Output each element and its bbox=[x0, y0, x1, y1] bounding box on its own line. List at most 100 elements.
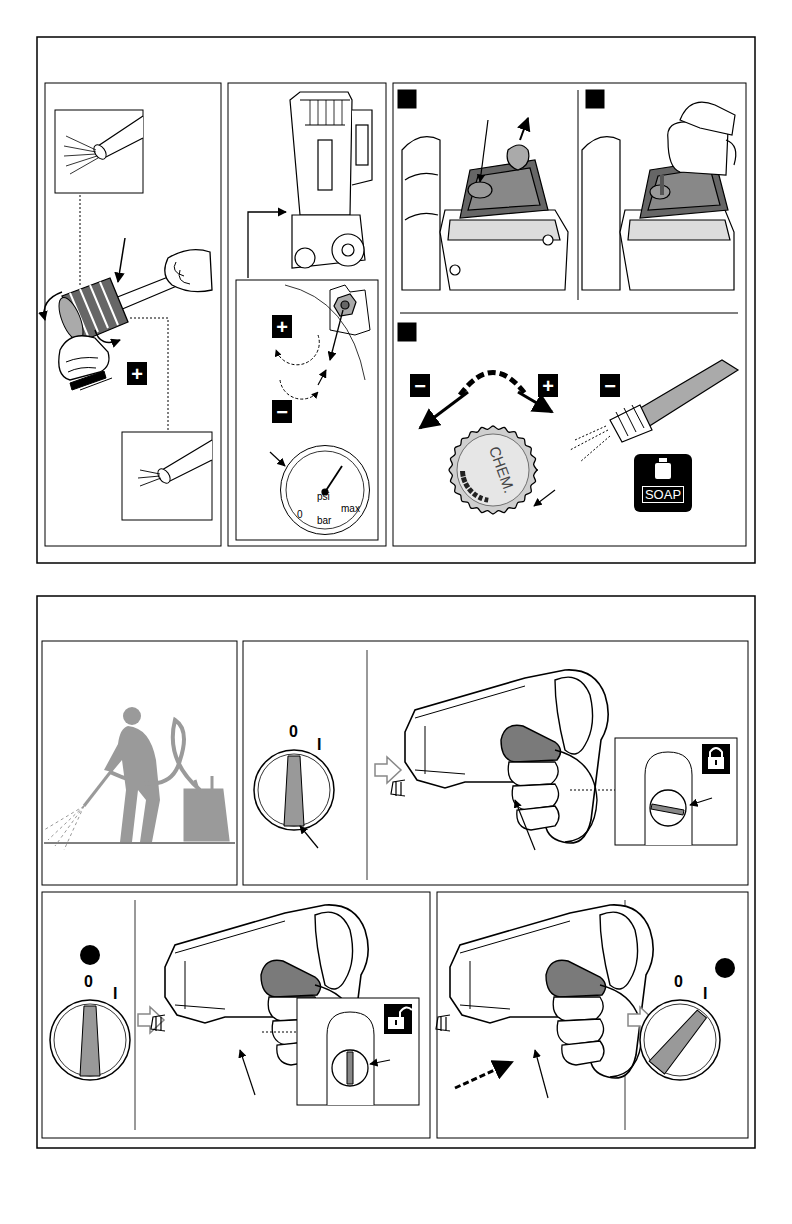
washer-illustration bbox=[318, 370, 326, 385]
sign-symbol: − bbox=[604, 376, 616, 396]
detergent-illustration bbox=[570, 426, 610, 462]
nozzle-illustration bbox=[55, 110, 143, 193]
nozzle-illustration bbox=[138, 470, 161, 486]
lock-inset bbox=[645, 752, 692, 845]
frame bbox=[37, 596, 755, 1148]
nozzle-illustration bbox=[122, 432, 212, 520]
detergent-illustration bbox=[460, 160, 548, 218]
gauge-marking: max bbox=[341, 504, 360, 514]
washer-illustration bbox=[270, 452, 285, 466]
switch-knob bbox=[80, 945, 100, 965]
washer-illustration bbox=[334, 294, 356, 316]
sign-box: − bbox=[600, 374, 620, 397]
switch-knob bbox=[284, 756, 304, 826]
detergent-illustration bbox=[507, 145, 529, 170]
washer-illustration bbox=[292, 215, 365, 268]
lock-inset bbox=[347, 1052, 353, 1084]
frame bbox=[42, 892, 430, 1138]
washer-illustration bbox=[236, 280, 378, 540]
nozzle-illustration bbox=[95, 330, 120, 342]
lock-inset bbox=[690, 798, 712, 805]
dial-scale bbox=[467, 487, 474, 494]
dial-scale bbox=[463, 482, 470, 489]
lock-inset bbox=[297, 998, 419, 1105]
frame bbox=[37, 37, 755, 563]
bottle-icon bbox=[653, 458, 673, 480]
switch-knob bbox=[80, 1006, 100, 1076]
frame bbox=[228, 83, 386, 546]
dial-face bbox=[457, 434, 529, 506]
operator-illustration bbox=[44, 806, 84, 850]
frame bbox=[42, 641, 237, 885]
gauge-marking: bar bbox=[317, 516, 331, 526]
gauge-marking: 0 bbox=[297, 510, 303, 520]
detergent-illustration bbox=[680, 102, 735, 135]
sign-box: − bbox=[410, 374, 430, 397]
dial-scale bbox=[461, 477, 467, 484]
lock-inset bbox=[400, 1007, 412, 1018]
detergent-illustration bbox=[726, 140, 736, 165]
detergent-illustration bbox=[620, 210, 734, 290]
washer-illustration bbox=[330, 285, 370, 335]
lock-inset bbox=[615, 738, 737, 845]
washer-illustration bbox=[330, 310, 343, 360]
bottle-icon bbox=[655, 463, 671, 479]
lock-inset bbox=[332, 1050, 368, 1086]
detergent-illustration bbox=[520, 118, 528, 140]
nozzle-illustration bbox=[174, 262, 190, 284]
washer-illustration bbox=[286, 451, 364, 529]
washer-illustration bbox=[332, 234, 364, 266]
detergent-illustration bbox=[448, 220, 560, 240]
switch-knob bbox=[50, 1000, 130, 1080]
detergent-illustration bbox=[398, 90, 738, 506]
washer-illustration bbox=[276, 335, 319, 365]
nozzle-illustration bbox=[70, 371, 112, 390]
washer-illustration bbox=[290, 92, 352, 215]
detergent-illustration bbox=[402, 137, 440, 290]
dial-outline bbox=[448, 425, 538, 515]
detergent-illustration bbox=[400, 313, 738, 314]
switch-knob bbox=[644, 1004, 716, 1076]
nozzle-illustration bbox=[66, 358, 98, 373]
frame bbox=[393, 83, 746, 546]
detergent-illustration bbox=[420, 392, 468, 428]
lock-inset bbox=[297, 998, 419, 1105]
illustration bbox=[391, 670, 608, 843]
lock-inset bbox=[708, 757, 724, 769]
frame bbox=[37, 596, 755, 1148]
lock-inset bbox=[650, 790, 686, 826]
washer-illustration bbox=[280, 380, 318, 399]
detergent-illustration bbox=[616, 405, 644, 436]
operator-illustration bbox=[44, 707, 235, 850]
nozzle-illustration bbox=[44, 110, 212, 520]
washer-illustration bbox=[295, 248, 315, 268]
frame bbox=[243, 641, 748, 885]
washer-illustration bbox=[318, 140, 332, 190]
switch-position: I bbox=[113, 986, 117, 1002]
leader-line bbox=[262, 1032, 297, 1033]
dial-scale bbox=[472, 491, 478, 498]
detergent-illustration bbox=[578, 90, 579, 300]
badge-label: SOAP bbox=[642, 486, 684, 503]
leader-line bbox=[515, 800, 535, 850]
detergent-illustration bbox=[398, 323, 416, 341]
switch-knob bbox=[640, 958, 735, 1080]
lock-inset bbox=[651, 804, 684, 815]
gauge-marking: psi bbox=[317, 492, 330, 502]
lock-inset bbox=[384, 1004, 412, 1034]
sign-box: + bbox=[127, 362, 147, 385]
detergent-illustration bbox=[582, 137, 620, 290]
bottle-icon bbox=[659, 458, 667, 462]
switch-knob bbox=[715, 958, 735, 978]
nozzle-illustration bbox=[165, 250, 212, 292]
switch-knob bbox=[640, 1000, 720, 1080]
squeeze-arrow bbox=[455, 1062, 512, 1088]
detergent-illustration bbox=[450, 265, 460, 275]
detergent-illustration bbox=[440, 210, 568, 290]
detergent-dial: CHEM. bbox=[448, 425, 538, 515]
operator-illustration bbox=[84, 770, 112, 806]
washer-illustration bbox=[325, 466, 342, 492]
illustration bbox=[436, 905, 653, 1078]
lock-inset bbox=[327, 1012, 374, 1105]
washer-illustration bbox=[310, 100, 342, 125]
